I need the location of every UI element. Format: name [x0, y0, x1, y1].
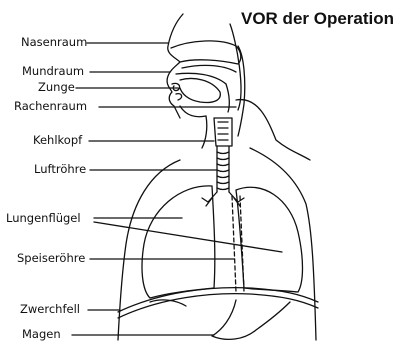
label-kehlkopf: Kehlkopf: [33, 135, 82, 147]
pharynx-front: [226, 84, 229, 112]
neck-front: [202, 116, 207, 148]
left-lung: [142, 186, 215, 298]
torso-left: [118, 160, 180, 340]
neck-back: [236, 100, 310, 160]
label-speiseroehre: Speiseröhre: [17, 253, 85, 265]
label-luftroehre: Luftröhre: [34, 164, 86, 176]
tongue: [180, 79, 220, 103]
spine-curve: [230, 24, 241, 110]
nasal-cavity: [171, 41, 241, 64]
label-zwerchfell: Zwerchfell: [20, 304, 80, 316]
label-lungenfluegel: Lungenflügel: [6, 213, 81, 225]
right-lung: [236, 187, 303, 292]
label-mundraum: Mundraum: [22, 66, 84, 78]
stomach: [212, 300, 290, 339]
label-magen: Magen: [22, 329, 61, 341]
label-nasenraum: Nasenraum: [21, 37, 87, 49]
diagram-title: VOR der Operation: [241, 10, 394, 27]
label-rachenraum: Rachenraum: [14, 101, 87, 113]
torso-right: [250, 148, 316, 340]
leader-lungenfluegel-2: [94, 222, 282, 252]
head-outline: [167, 14, 183, 118]
label-zunge: Zunge: [38, 82, 75, 94]
hard-palate: [182, 65, 236, 72]
lips: [172, 83, 182, 100]
